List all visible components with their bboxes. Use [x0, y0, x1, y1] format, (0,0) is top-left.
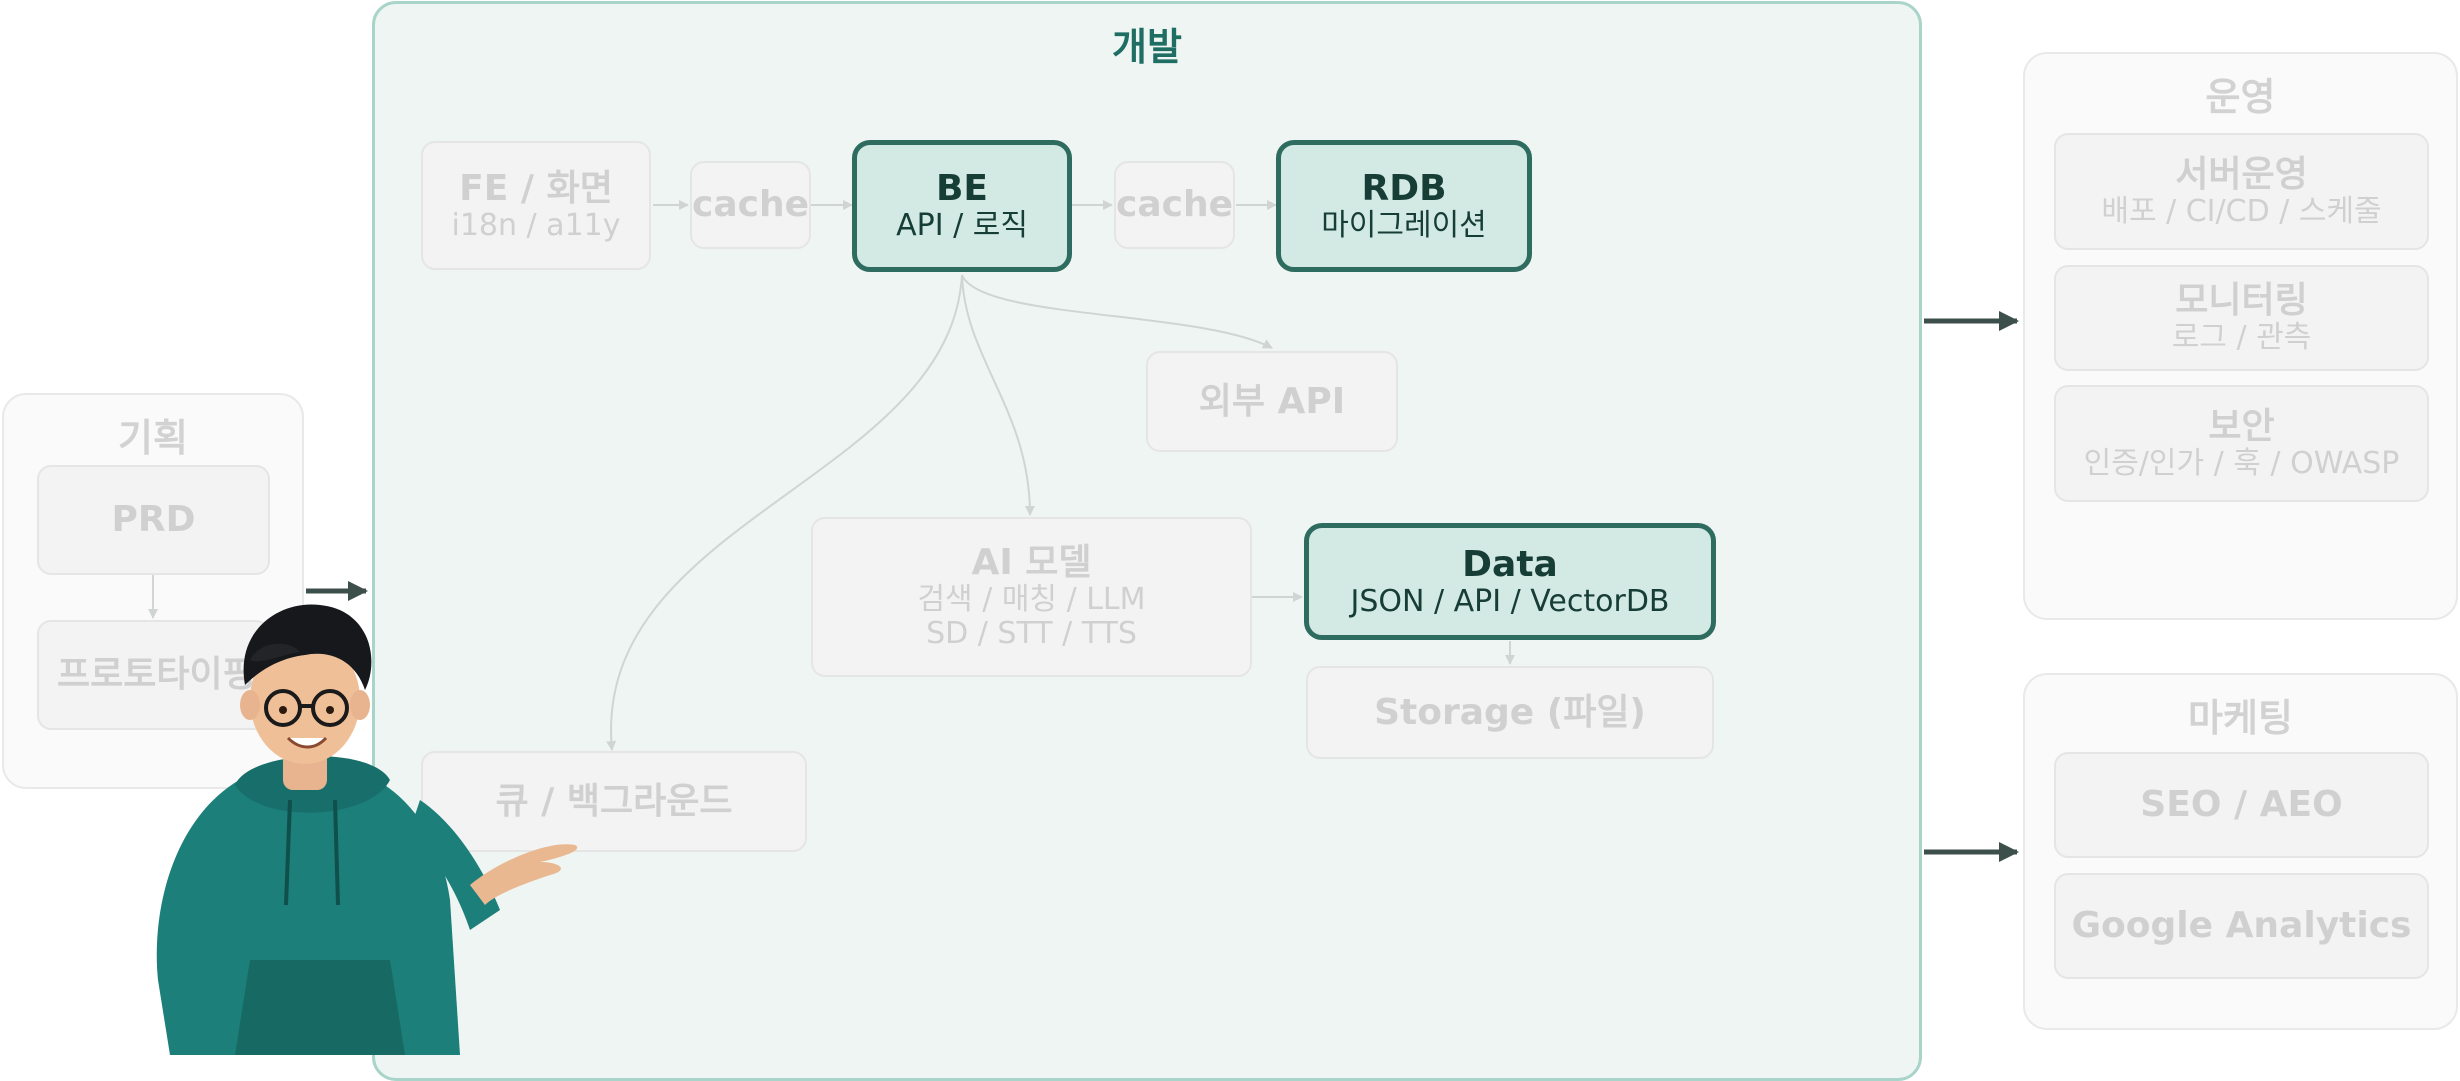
group-title-marketing: 마케팅 [2188, 696, 2293, 740]
node-fe[interactable]: FE / 화면 i18n / a11y [421, 141, 651, 270]
node-cache-2-title: cache [1115, 184, 1234, 225]
group-title-development: 개발 [1112, 25, 1182, 69]
node-storage[interactable]: Storage (파일) [1306, 666, 1714, 759]
node-prototype[interactable]: 프로토타이핑 [37, 620, 270, 730]
node-rdb-sub: 마이그레이션 [1321, 208, 1487, 243]
node-rdb-title: RDB [1361, 168, 1447, 209]
node-queue-title: 큐 / 백그라운드 [495, 780, 733, 822]
group-title-planning: 기획 [118, 416, 188, 460]
node-fe-sub: i18n / a11y [451, 207, 621, 243]
node-data-sub: JSON / API / VectorDB [1350, 583, 1670, 619]
node-ai-model-sub: 검색 / 매칭 / LLM [917, 582, 1146, 617]
node-analytics-title: Google Analytics [2071, 905, 2412, 946]
node-cache-2[interactable]: cache [1114, 161, 1235, 249]
node-data[interactable]: Data JSON / API / VectorDB [1304, 523, 1716, 640]
node-analytics[interactable]: Google Analytics [2054, 873, 2429, 979]
edge-be-queue [606, 274, 963, 751]
node-monitoring-sub: 로그 / 관측 [2171, 320, 2312, 355]
edge-be-ai-model [961, 274, 1035, 516]
node-seo[interactable]: SEO / AEO [2054, 752, 2429, 858]
node-seo-title: SEO / AEO [2140, 784, 2343, 825]
group-title-operations: 운영 [2205, 75, 2276, 119]
edge-be-external-api [961, 274, 1273, 349]
node-data-title: Data [1462, 543, 1558, 585]
node-ai-model-title: AI 모델 [971, 542, 1092, 583]
node-queue[interactable]: 큐 / 백그라운드 [421, 751, 807, 852]
node-server-ops-sub: 배포 / CI/CD / 스케줄 [2101, 193, 2382, 229]
node-ai-model[interactable]: AI 모델 검색 / 매칭 / LLM SD / STT / TTS [811, 517, 1252, 677]
node-storage-title: Storage (파일) [1374, 691, 1646, 733]
node-external-api-title: 외부 API [1198, 380, 1346, 422]
node-external-api[interactable]: 외부 API [1146, 351, 1398, 452]
node-security-title: 보안 [2208, 405, 2275, 447]
node-fe-title: FE / 화면 [459, 167, 613, 209]
node-ai-model-sub2: SD / STT / TTS [926, 616, 1137, 651]
node-prd-title: PRD [111, 499, 196, 540]
node-security-sub: 인증/인가 / 훅 / OWASP [2083, 445, 2400, 481]
connector-layer [148, 200, 2019, 862]
node-server-ops-title: 서버운영 [2175, 153, 2308, 195]
node-prototype-title: 프로토타이핑 [57, 654, 256, 695]
node-monitoring-title: 모니터링 [2175, 280, 2308, 321]
node-monitoring[interactable]: 모니터링 로그 / 관측 [2054, 265, 2429, 371]
node-server-ops[interactable]: 서버운영 배포 / CI/CD / 스케줄 [2054, 133, 2429, 250]
node-be[interactable]: BE API / 로직 [852, 140, 1072, 272]
node-prd[interactable]: PRD [37, 465, 270, 575]
node-cache-1-title: cache [691, 184, 810, 225]
node-be-sub: API / 로직 [896, 208, 1028, 243]
node-rdb[interactable]: RDB 마이그레이션 [1276, 140, 1532, 272]
node-be-title: BE [935, 168, 989, 209]
presenter-character-icon [156, 604, 578, 1055]
node-security[interactable]: 보안 인증/인가 / 훅 / OWASP [2054, 385, 2429, 502]
node-cache-1[interactable]: cache [690, 161, 811, 249]
